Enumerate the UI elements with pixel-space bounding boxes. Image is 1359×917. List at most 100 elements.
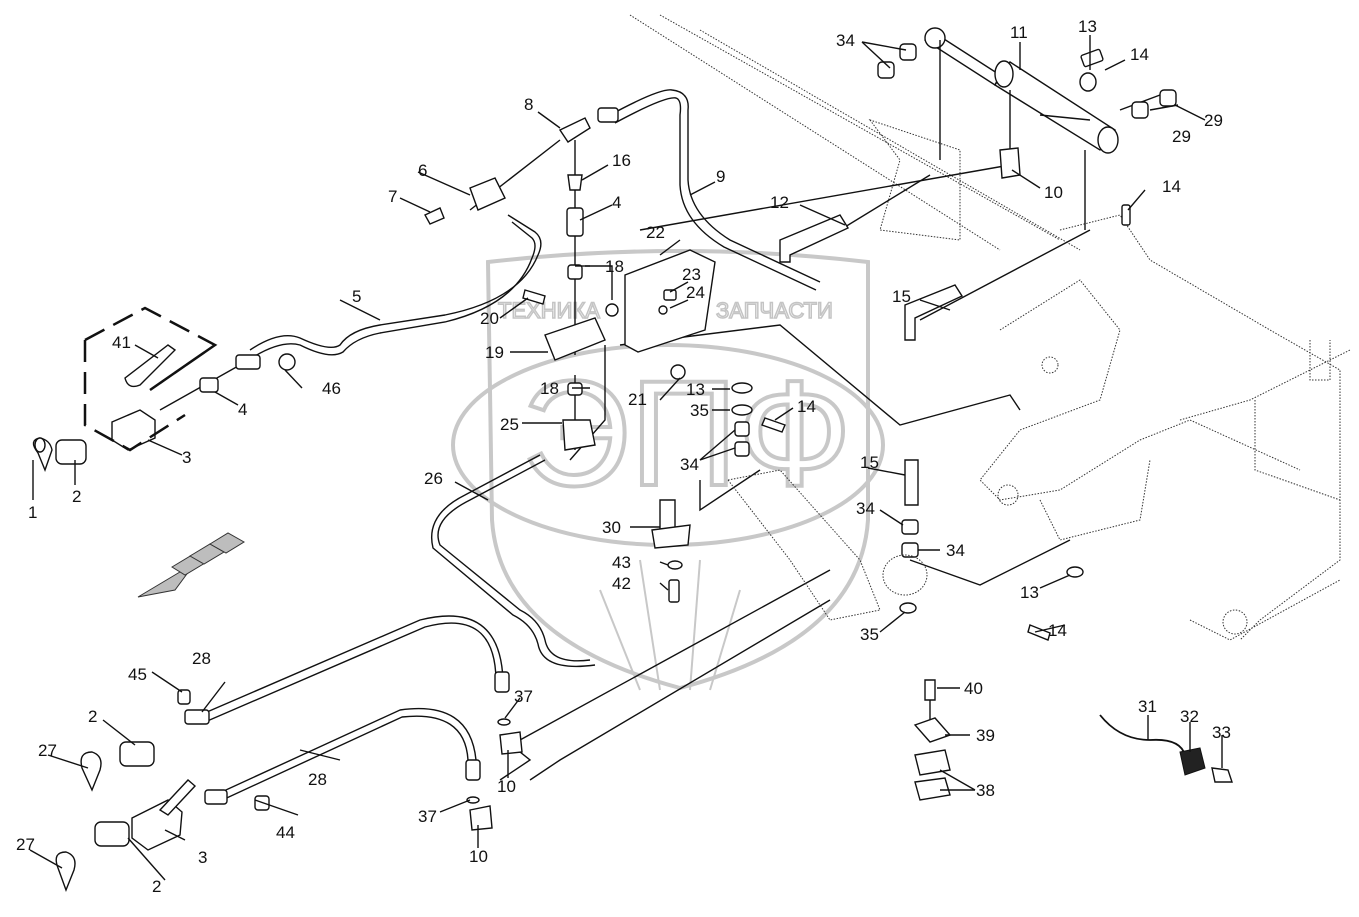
travel-direction-arrow: [137, 532, 245, 598]
callout-15[interactable]: 15: [892, 287, 911, 306]
callout-14[interactable]: 14: [1130, 45, 1149, 64]
callout-3[interactable]: 3: [198, 848, 207, 867]
callout-22[interactable]: 22: [646, 223, 665, 242]
nipple-part-16: [567, 174, 583, 191]
pin-part-12: [779, 214, 850, 263]
callout-14[interactable]: 14: [797, 397, 816, 416]
callout-13[interactable]: 13: [1078, 17, 1097, 36]
clamp-part-38: [914, 749, 951, 776]
screw-part-7: [424, 207, 445, 225]
callout-8[interactable]: 8: [524, 95, 533, 114]
callout-34[interactable]: 34: [836, 31, 855, 50]
callout-39[interactable]: 39: [976, 726, 995, 745]
callout-29[interactable]: 29: [1204, 111, 1223, 130]
callout-44[interactable]: 44: [276, 823, 295, 842]
bolt-part-40: [924, 679, 936, 701]
callout-45[interactable]: 45: [128, 665, 147, 684]
callout-3[interactable]: 3: [182, 448, 191, 467]
callout-42[interactable]: 42: [612, 574, 631, 593]
callout-26[interactable]: 26: [424, 469, 443, 488]
callout-23[interactable]: 23: [682, 265, 701, 284]
callout-10[interactable]: 10: [1044, 183, 1063, 202]
callout-30[interactable]: 30: [602, 518, 621, 537]
callout-13[interactable]: 13: [1020, 583, 1039, 602]
callout-25[interactable]: 25: [500, 415, 519, 434]
callout-13[interactable]: 13: [686, 380, 705, 399]
bolt-part-20: [522, 289, 546, 305]
callout-20[interactable]: 20: [480, 309, 499, 328]
hydraulic-cylinder: [924, 27, 1119, 154]
callout-2[interactable]: 2: [88, 707, 97, 726]
seal-part-13: [731, 382, 753, 394]
callout-15[interactable]: 15: [860, 453, 879, 472]
plug-part-21: [670, 364, 686, 380]
callout-32[interactable]: 32: [1180, 707, 1199, 726]
callout-34[interactable]: 34: [856, 499, 875, 518]
bolt-part-42: [668, 579, 680, 603]
callout-28[interactable]: 28: [308, 770, 327, 789]
callout-14[interactable]: 14: [1048, 621, 1067, 640]
callout-34[interactable]: 34: [680, 455, 699, 474]
callout-46[interactable]: 46: [322, 379, 341, 398]
coupler-part-2: [55, 439, 87, 465]
cable-part-31: [1099, 714, 1186, 756]
pin-part-15b: [904, 284, 964, 341]
callout-labels: 1 2 2 2 3 3 4 4 5 6 7 8 9 10 10 10 11 12…: [16, 17, 1231, 896]
seal-part-35: [731, 404, 753, 416]
adapter-part-4: [199, 377, 219, 393]
callout-27[interactable]: 27: [16, 835, 35, 854]
callout-43[interactable]: 43: [612, 553, 631, 572]
pin-part-15: [904, 459, 919, 506]
callout-11[interactable]: 11: [1010, 23, 1028, 42]
callout-18[interactable]: 18: [605, 257, 624, 276]
callout-19[interactable]: 19: [485, 343, 504, 362]
callout-2[interactable]: 2: [72, 487, 81, 506]
callout-33[interactable]: 33: [1212, 723, 1231, 742]
callout-27[interactable]: 27: [38, 741, 57, 760]
plate-part-39: [913, 717, 952, 743]
callout-4[interactable]: 4: [238, 400, 247, 419]
callout-29[interactable]: 29: [1172, 127, 1191, 146]
watermark-caption-right: ЗАПЧАСТИ: [716, 298, 833, 323]
tee-part-25: [562, 419, 596, 451]
callout-24[interactable]: 24: [686, 283, 705, 302]
dust-cap-part-27: [80, 751, 102, 792]
callout-1[interactable]: 1: [28, 503, 37, 522]
callout-6[interactable]: 6: [418, 161, 427, 180]
callout-35[interactable]: 35: [860, 625, 879, 644]
callout-9[interactable]: 9: [716, 167, 725, 186]
valve-part-3: [111, 409, 156, 451]
callout-14[interactable]: 14: [1162, 177, 1181, 196]
callout-31[interactable]: 31: [1138, 697, 1157, 716]
callout-35[interactable]: 35: [690, 401, 709, 420]
washer-part-43: [667, 560, 683, 570]
callout-10[interactable]: 10: [497, 777, 516, 796]
nut-part-23: [663, 289, 677, 301]
callout-21[interactable]: 21: [628, 390, 647, 409]
callout-leaders: [29, 35, 1223, 881]
callout-37[interactable]: 37: [418, 807, 437, 826]
callout-2[interactable]: 2: [152, 877, 161, 896]
plate-part-22: [624, 249, 716, 353]
callout-7[interactable]: 7: [388, 187, 397, 206]
callout-28[interactable]: 28: [192, 649, 211, 668]
callout-37[interactable]: 37: [514, 687, 533, 706]
clip-part-32: [1179, 747, 1206, 776]
callout-10[interactable]: 10: [469, 847, 488, 866]
callout-12[interactable]: 12: [770, 193, 789, 212]
callout-40[interactable]: 40: [964, 679, 983, 698]
cap-part-46: [278, 353, 296, 371]
callout-34[interactable]: 34: [946, 541, 965, 560]
valve-lever-part-41: [124, 344, 177, 388]
callout-18[interactable]: 18: [540, 379, 559, 398]
callout-5[interactable]: 5: [352, 287, 361, 306]
valve-block-part-19: [544, 317, 606, 361]
tee-fitting-part-6: [469, 177, 506, 211]
callout-38[interactable]: 38: [976, 781, 995, 800]
callout-16[interactable]: 16: [612, 151, 631, 170]
bushing-part-34: [734, 421, 750, 437]
cap-part-45: [177, 689, 191, 705]
callout-4[interactable]: 4: [612, 193, 621, 212]
callout-41[interactable]: 41: [112, 333, 131, 352]
